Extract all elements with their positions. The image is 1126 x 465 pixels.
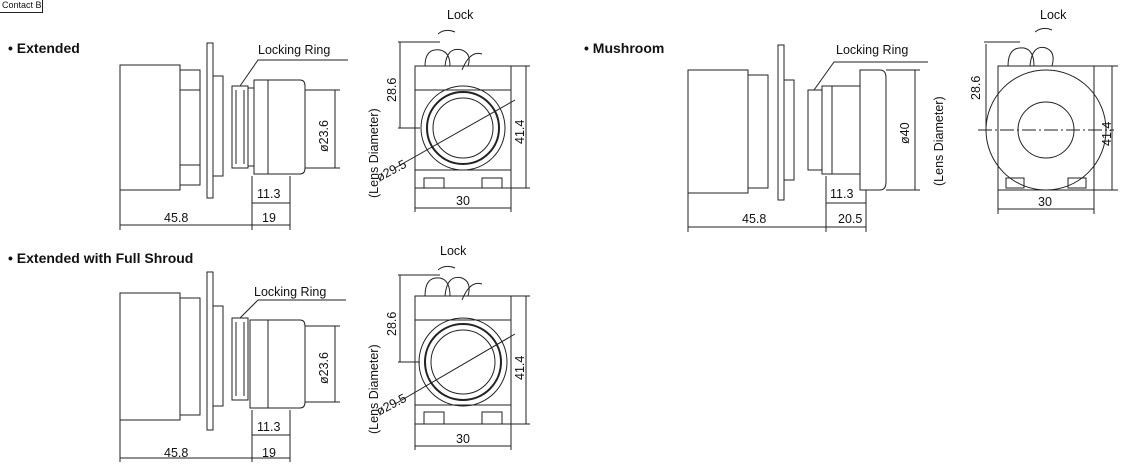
- mushroom-title: • Mushroom: [584, 40, 665, 56]
- mushroom-dim-length: 45.8: [742, 212, 767, 226]
- shroud-dim-height: 41.4: [513, 355, 527, 380]
- shroud-title: • Extended with Full Shroud: [8, 250, 194, 266]
- shroud-locking-ring-label: Locking Ring: [254, 285, 327, 299]
- extended-dim-front: 19: [262, 211, 276, 225]
- extended-dim-length: 45.8: [164, 211, 189, 225]
- extended-locking-ring-label: Locking Ring: [258, 43, 331, 57]
- shroud-dim-front: 19: [262, 446, 276, 460]
- extended-dim-collar: 11.3: [257, 187, 281, 201]
- extended-lock-label: Lock: [447, 8, 474, 22]
- mushroom-dim-front: 20.5: [838, 212, 863, 226]
- mushroom-dim-width: 30: [1038, 195, 1052, 209]
- shroud-dim-length: 45.8: [164, 446, 189, 460]
- shroud-lock-label: Lock: [440, 244, 467, 258]
- extended-dim-width: 30: [456, 194, 470, 208]
- shroud-dim-height-top: 28.6: [385, 311, 399, 336]
- extended-title: • Extended: [8, 40, 80, 56]
- shroud-dim-collar: 11.3: [257, 420, 281, 434]
- mushroom-locking-ring-label: Locking Ring: [836, 43, 909, 57]
- mushroom-lock-label: Lock: [1040, 8, 1067, 22]
- mushroom-dim-collar: 11.3: [830, 187, 854, 201]
- header-tab: Contact Block: [0, 0, 43, 13]
- shroud-dim-width: 30: [456, 432, 470, 446]
